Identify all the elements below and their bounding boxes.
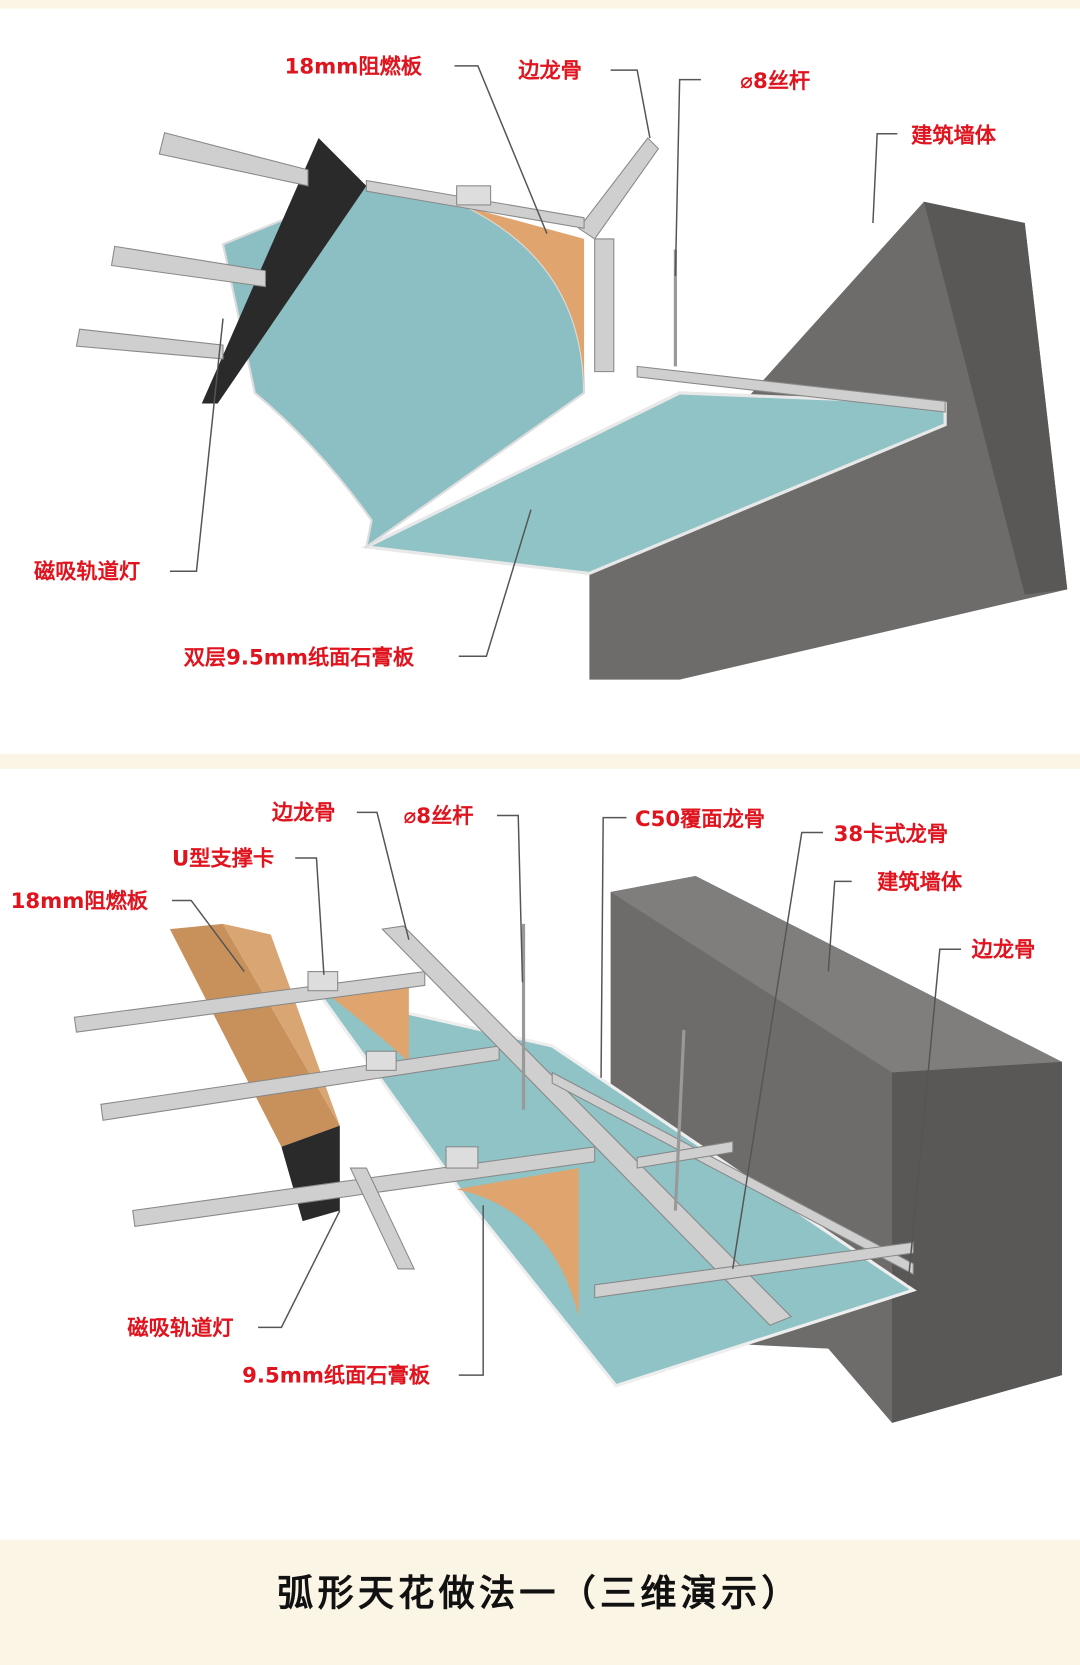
- page-title: 弧形天花做法一（三维演示）: [277, 1572, 801, 1615]
- label-c50-keel: C50覆面龙骨: [635, 807, 765, 832]
- bottom-illustration: [73, 876, 1062, 1423]
- label-fire-board: 18mm阻燃板: [11, 888, 149, 914]
- label-rod: ⌀8丝杆: [740, 68, 810, 94]
- top-fire-board: [467, 207, 585, 393]
- separator-band: [0, 753, 1080, 769]
- label-track-light: 磁吸轨道灯: [34, 559, 140, 585]
- label-wall: 建筑墙体: [911, 122, 997, 148]
- bottom-fire-board-arc: [456, 1168, 579, 1317]
- label-edge-keel: 边龙骨: [272, 801, 336, 826]
- label-gypsum: 双层9.5mm纸面石膏板: [184, 645, 415, 671]
- top-gypsum-curved: [221, 184, 586, 550]
- label-card-keel: 38卡式龙骨: [834, 822, 948, 847]
- label-u-clip: U型支撑卡: [172, 846, 274, 871]
- top-leaders: [169, 65, 898, 657]
- label-edge-keel: 边龙骨: [518, 59, 582, 84]
- label-edge-keel-right: 边龙骨: [972, 938, 1036, 963]
- top-illustration: [75, 132, 1068, 680]
- footer-band: [0, 1539, 1080, 1665]
- bottom-leaders: [172, 811, 962, 1376]
- label-track-light: 磁吸轨道灯: [127, 1315, 233, 1341]
- label-fire-board: 18mm阻燃板: [285, 53, 423, 79]
- top-band: [0, 0, 1080, 9]
- label-wall: 建筑墙体: [877, 869, 963, 895]
- top-track-light: [201, 138, 367, 404]
- label-gypsum: 9.5mm纸面石膏板: [242, 1363, 431, 1389]
- label-rod: ⌀8丝杆: [404, 803, 474, 829]
